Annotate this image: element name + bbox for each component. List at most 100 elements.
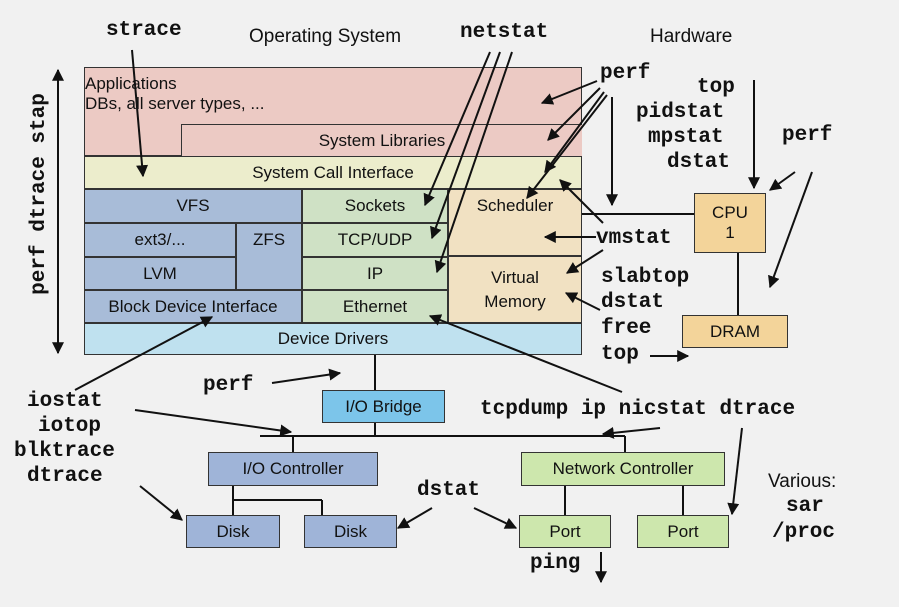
dtrace-tool-io: dtrace bbox=[27, 465, 103, 488]
dstat-port-arrow bbox=[473, 507, 518, 529]
disk-box-1: Disk bbox=[186, 515, 280, 548]
device-drivers-layer: Device Drivers bbox=[84, 323, 582, 355]
dram-box: DRAM bbox=[682, 315, 788, 348]
port-label-2: Port bbox=[667, 521, 699, 541]
vmstat-memory-arrow bbox=[565, 249, 604, 274]
ethernet-layer: Ethernet bbox=[302, 290, 448, 323]
cpu-box: CPU 1 bbox=[694, 193, 766, 253]
perf-arrow-apps bbox=[540, 80, 598, 105]
vfs-label: VFS bbox=[176, 196, 210, 215]
system-libraries-layer: System Libraries bbox=[181, 124, 582, 156]
cpu-label: CPU bbox=[712, 203, 748, 222]
mpstat-tool: mpstat bbox=[648, 126, 724, 149]
top-tool: top bbox=[697, 76, 735, 99]
operating-system-heading: Operating System bbox=[249, 26, 402, 47]
various-label: Various: bbox=[768, 471, 837, 492]
sockets-layer: Sockets bbox=[302, 189, 448, 223]
iotop-tool: iotop bbox=[38, 415, 102, 438]
iostat-tool: iostat bbox=[27, 390, 103, 413]
ext3-label: ext3/... bbox=[134, 230, 186, 249]
dstat-tool-mem: dstat bbox=[601, 291, 665, 314]
lvm-label: LVM bbox=[143, 263, 177, 283]
system-call-interface-label: System Call Interface bbox=[252, 162, 414, 182]
strace-arrow bbox=[131, 49, 149, 178]
io-controller-label: I/O Controller bbox=[242, 459, 344, 478]
perf-drivers-arrow bbox=[271, 368, 342, 384]
port-label-1: Port bbox=[549, 521, 581, 541]
vmstat-tool: vmstat bbox=[596, 227, 672, 250]
applications-label: Applications bbox=[85, 74, 177, 93]
tcp-udp-label: TCP/UDP bbox=[337, 230, 413, 249]
disk-box-2: Disk bbox=[304, 515, 397, 548]
perf-arrow-libs bbox=[547, 87, 601, 141]
block-device-interface-label: Block Device Interface bbox=[108, 296, 278, 316]
ip-layer: IP bbox=[302, 257, 448, 290]
perf-arrow-syscall bbox=[544, 91, 605, 173]
tcpdump-ethernet-arrow bbox=[428, 314, 623, 393]
system-call-interface-layer: System Call Interface bbox=[84, 156, 582, 189]
netstat-arrow-2 bbox=[430, 51, 501, 240]
netstat-arrow-1 bbox=[423, 51, 491, 207]
zfs-layer: ZFS bbox=[236, 223, 302, 290]
sar-tool: sar bbox=[786, 495, 824, 518]
slabtop-tool: slabtop bbox=[601, 266, 690, 289]
cpu-count: 1 bbox=[725, 223, 735, 242]
dstat-tool-io: dstat bbox=[417, 479, 481, 502]
top-tool-mem: top bbox=[601, 343, 639, 366]
network-controller-label: Network Controller bbox=[552, 459, 694, 478]
virtual-memory-label-1: Virtual bbox=[491, 267, 539, 287]
disk-label-2: Disk bbox=[333, 521, 368, 541]
tcpdump-ip-nicstat-dtrace-tool: tcpdump ip nicstat dtrace bbox=[480, 398, 796, 421]
netstat-arrow-3 bbox=[434, 51, 513, 274]
sockets-label: Sockets bbox=[344, 196, 406, 215]
network-controller-box: Network Controller bbox=[521, 452, 725, 486]
proc-tool: /proc bbox=[772, 521, 836, 544]
applications-sublabel: DBs, all server types, ... bbox=[85, 94, 265, 113]
virtual-memory-layer: Virtual Memory bbox=[448, 256, 582, 323]
virtual-memory-label-2: Memory bbox=[484, 291, 546, 311]
dram-label: DRAM bbox=[709, 321, 761, 341]
scheduler-layer: Scheduler bbox=[448, 189, 582, 256]
vmstat-syscall-arrow bbox=[559, 179, 604, 224]
ping-tool: ping bbox=[530, 552, 581, 575]
dstat-tool-cpu: dstat bbox=[667, 151, 731, 174]
disk-label-1: Disk bbox=[216, 521, 250, 541]
io-controller-box: I/O Controller bbox=[208, 452, 378, 486]
dtrace-port-arrow bbox=[727, 427, 743, 516]
netstat-tool: netstat bbox=[460, 21, 549, 44]
perf-cpu-arrow bbox=[769, 171, 796, 191]
scheduler-label: Scheduler bbox=[476, 196, 554, 215]
vfs-layer: VFS bbox=[84, 189, 302, 223]
perf-tool-drivers: perf bbox=[203, 374, 254, 397]
system-libraries-label: System Libraries bbox=[318, 130, 446, 150]
slabtop-memory-arrow bbox=[564, 292, 601, 311]
io-bridge-box: I/O Bridge bbox=[322, 390, 445, 423]
block-device-interface-layer: Block Device Interface bbox=[84, 290, 302, 323]
iotools-disk-arrow bbox=[139, 485, 183, 521]
tcpdump-bus-arrow bbox=[601, 426, 661, 439]
iostat-bus-arrow bbox=[134, 409, 293, 437]
port-box-1: Port bbox=[519, 515, 611, 548]
strace-tool: strace bbox=[106, 19, 182, 42]
perf-dtrace-stap-tool: perf dtrace stap bbox=[28, 93, 51, 295]
io-bridge-label: I/O Bridge bbox=[345, 396, 422, 416]
zfs-label: ZFS bbox=[252, 229, 286, 249]
perf-tool-top: perf bbox=[600, 62, 651, 85]
hardware-heading: Hardware bbox=[650, 26, 733, 47]
free-tool: free bbox=[601, 317, 652, 340]
lvm-layer: LVM bbox=[84, 257, 236, 290]
tcp-udp-layer: TCP/UDP bbox=[302, 223, 448, 257]
ethernet-label: Ethernet bbox=[342, 296, 408, 316]
device-drivers-label: Device Drivers bbox=[277, 329, 389, 348]
perf-arrow-scheduler bbox=[526, 94, 608, 199]
blktrace-tool: blktrace bbox=[14, 440, 115, 463]
ext3-layer: ext3/... bbox=[84, 223, 236, 257]
port-box-2: Port bbox=[637, 515, 729, 548]
perf-dram-arrow bbox=[768, 171, 813, 289]
ip-label: IP bbox=[366, 263, 384, 283]
pidstat-tool: pidstat bbox=[636, 101, 725, 124]
perf-tool-cpu: perf bbox=[782, 124, 833, 147]
iostat-bdi-arrow bbox=[74, 316, 214, 391]
